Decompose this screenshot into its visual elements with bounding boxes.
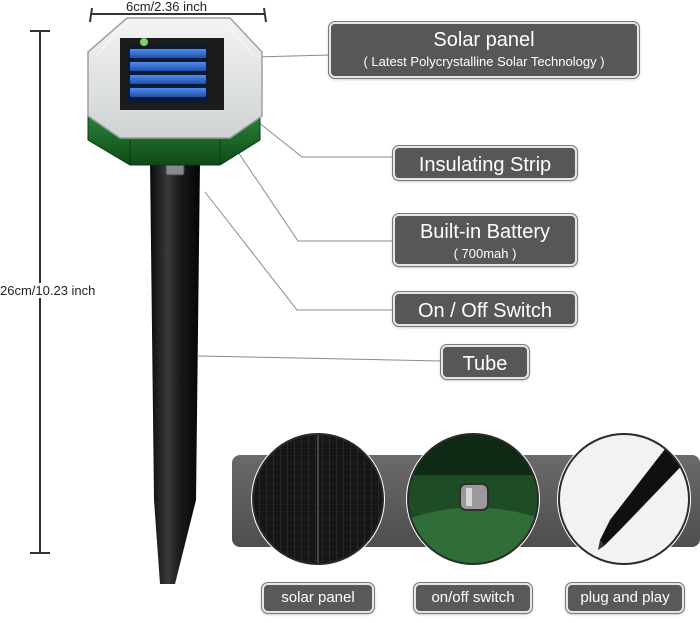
callout-title: Solar panel [433, 29, 535, 51]
width-dimension-bracket [89, 7, 267, 23]
callout-title: On / Off Switch [417, 300, 553, 322]
callout-title: Insulating Strip [418, 154, 552, 176]
callout-subtitle: ( 700mah ) [453, 246, 517, 261]
feature-image-on-off-switch [406, 432, 540, 566]
callout-on-off-switch: On / Off Switch [392, 291, 578, 327]
feature-label-solar-panel: solar panel [261, 582, 375, 614]
feature-image-plug-and-play [557, 432, 691, 566]
callout-tube: Tube [440, 344, 530, 380]
feature-label-plug-and-play: plug and play [565, 582, 685, 614]
callout-subtitle: ( Latest Polycrystalline Solar Technolog… [363, 54, 605, 69]
callout-title: Tube [462, 353, 508, 375]
callout-title: Built-in Battery [419, 221, 551, 243]
callout-insulating-strip: Insulating Strip [392, 145, 578, 181]
callout-built-in-battery: Built-in Battery ( 700mah ) [392, 213, 578, 267]
height-dimension-label: 26cm/10.23 inch [0, 283, 96, 298]
feature-image-solar-panel [251, 432, 385, 566]
callout-solar-panel: Solar panel ( Latest Polycrystalline Sol… [328, 21, 640, 79]
ground-stake [150, 160, 200, 584]
width-dimension-label: 6cm/2.36 inch [126, 0, 207, 14]
feature-label-on-off-switch: on/off switch [413, 582, 533, 614]
